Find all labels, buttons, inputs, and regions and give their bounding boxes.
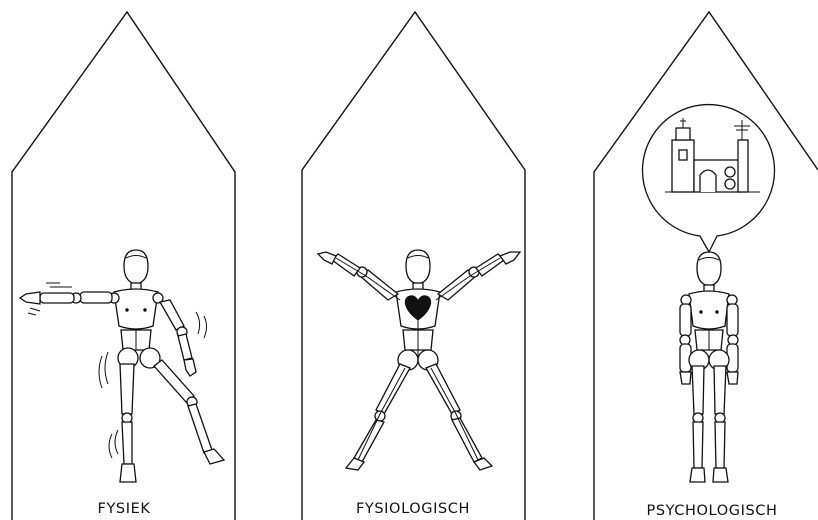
figure-physiology-x-pose bbox=[318, 250, 520, 470]
panel-psychologisch: PSYCHOLOGISCH bbox=[594, 12, 818, 520]
label-psychologisch: PSYCHOLOGISCH bbox=[647, 503, 778, 519]
label-fysiek: FYSIEK bbox=[98, 501, 151, 517]
figure-physical-movement bbox=[20, 250, 224, 482]
thought-bubble bbox=[643, 105, 775, 252]
label-fysiologisch: FYSIOLOGISCH bbox=[356, 501, 470, 517]
figure-psychology-standing bbox=[680, 252, 738, 482]
panel-fysiologisch: FYSIOLOGISCH bbox=[302, 12, 525, 520]
panel-fysiek: FYSIEK bbox=[12, 12, 235, 520]
